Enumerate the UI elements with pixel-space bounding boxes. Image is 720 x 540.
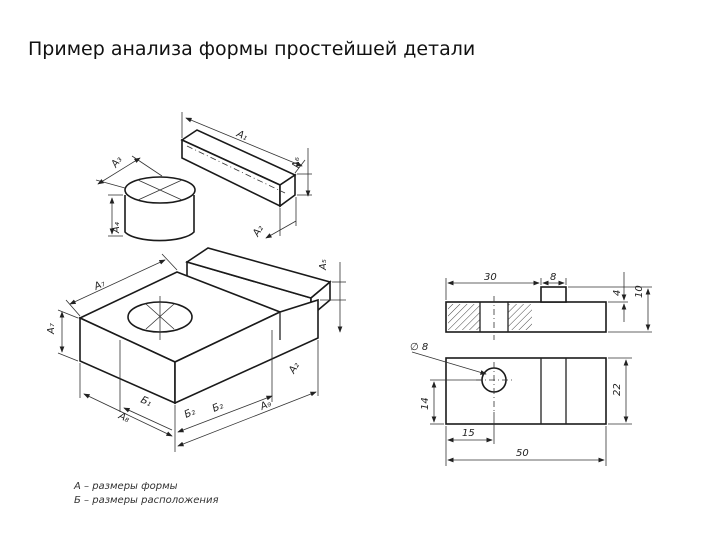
dim-label-cyl-diameter: А₃ (109, 155, 125, 171)
dim-14: 14 (420, 397, 431, 410)
ortho-top-view: ∅ 8 14 22 15 50 (410, 342, 632, 466)
dim-10: 10 (634, 285, 645, 298)
dim-label-cyl-height: А₄ (111, 222, 122, 234)
dim-50: 50 (516, 448, 529, 459)
dim-label-a9: А₉ (258, 398, 273, 413)
dim-label-b1: Б₁ (139, 395, 153, 409)
dim-label-prism-length: А₁ (234, 128, 249, 143)
dim-label-base-height: А₇ (46, 323, 57, 335)
dim-15: 15 (462, 428, 475, 439)
dim-8: 8 (550, 272, 556, 283)
dim-label-prism-side2: А₂ (251, 224, 266, 240)
legend-position-dims: Б – размеры расположения (74, 495, 218, 506)
dim-label-b2: Б₂ (183, 406, 197, 420)
iso-cylinder: А₃ А₄ (95, 155, 196, 242)
dim-label-slot-height: А₅ (318, 259, 329, 271)
dim-diameter: ∅ 8 (410, 342, 428, 353)
iso-base-block: А₇ А₇ А₅ А₈ Б₁ Б₂ Б₂ А₉ А₂ (46, 247, 346, 452)
page-title: Пример анализа формы простейшей детали (28, 38, 476, 60)
legend-form-dims: А – размеры формы (73, 481, 178, 492)
iso-prism: А₁ А₆ А₂ (180, 112, 312, 240)
dim-22: 22 (612, 383, 623, 396)
dim-label-base-top: А₇ (92, 278, 107, 293)
dim-label-prism-side: А₆ (291, 157, 302, 169)
dim-label-a-side: А₂ (287, 361, 302, 377)
dim-label-a8: А₈ (116, 410, 131, 425)
ortho-front-view: 30 8 4 10 (445, 272, 652, 340)
dim-30: 30 (484, 272, 497, 283)
dim-4: 4 (612, 290, 623, 296)
dim-label-b2b: Б₂ (211, 400, 225, 414)
